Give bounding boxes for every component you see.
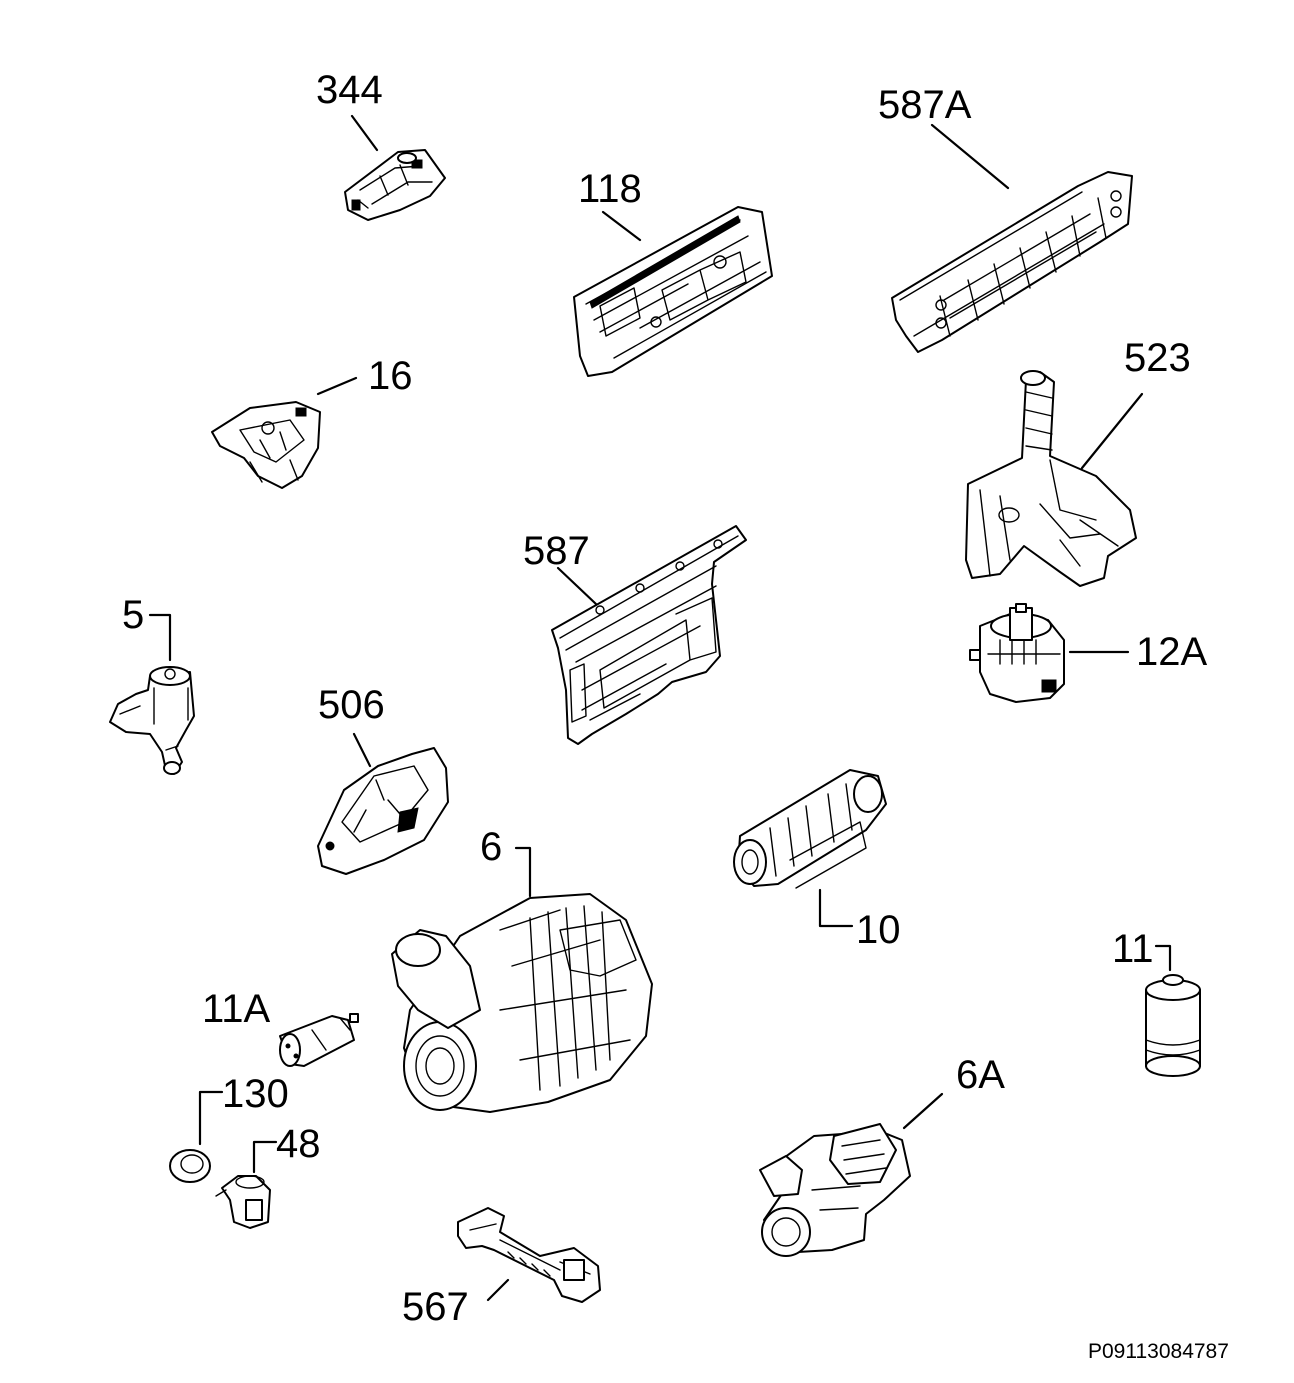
leader-6A — [902, 1092, 944, 1130]
leader-11 — [1154, 944, 1172, 972]
leader-10 — [818, 888, 854, 928]
callout-118: 118 — [578, 167, 642, 211]
callout-523: 523 — [1124, 336, 1191, 380]
callout-5: 5 — [122, 593, 144, 637]
part-11-capacitor — [1145, 974, 1201, 1077]
part-130-seal — [169, 1149, 211, 1183]
leader-523 — [1080, 392, 1144, 470]
part-567-clamp — [457, 1207, 601, 1303]
diagram-code: P09113084787 — [1088, 1340, 1229, 1363]
part-48-plug — [215, 1175, 271, 1229]
leader-587A — [930, 123, 1010, 190]
callout-587: 587 — [523, 529, 590, 573]
leader-6 — [514, 846, 532, 898]
leader-567 — [486, 1278, 510, 1302]
part-11A-capacitor — [279, 1013, 359, 1067]
callout-587A: 587A — [878, 83, 972, 127]
part-5-valve — [109, 666, 195, 775]
leader-506 — [352, 732, 372, 768]
callout-506: 506 — [318, 683, 385, 727]
callout-567: 567 — [402, 1285, 469, 1329]
leader-344 — [350, 114, 379, 152]
part-587A-rail — [891, 171, 1133, 353]
callout-6: 6 — [480, 825, 502, 869]
callout-11: 11 — [1112, 927, 1154, 971]
part-118-control-module — [573, 206, 773, 377]
part-344-sensor — [344, 149, 446, 221]
leader-16 — [316, 376, 358, 396]
leader-5 — [148, 613, 172, 662]
leader-48 — [252, 1140, 278, 1174]
part-523-dispenser — [965, 370, 1137, 587]
callout-16: 16 — [368, 354, 413, 398]
callout-130: 130 — [222, 1072, 289, 1116]
callout-48: 48 — [276, 1122, 321, 1166]
part-16-switch — [211, 401, 321, 489]
callout-11A: 11A — [202, 987, 271, 1031]
callout-344: 344 — [316, 68, 383, 112]
part-12A-pressure-switch — [969, 603, 1065, 703]
callout-12A: 12A — [1136, 630, 1207, 674]
callout-6A: 6A — [956, 1053, 1005, 1097]
callout-10: 10 — [856, 908, 901, 952]
leader-587 — [556, 566, 598, 606]
part-6-pump — [391, 893, 653, 1113]
part-506-bracket — [317, 747, 449, 875]
part-6A-drain-pump — [759, 1123, 911, 1257]
part-10-heater — [733, 769, 887, 889]
leader-130 — [198, 1090, 224, 1146]
part-587-frame — [551, 525, 747, 745]
leader-118 — [601, 210, 642, 242]
